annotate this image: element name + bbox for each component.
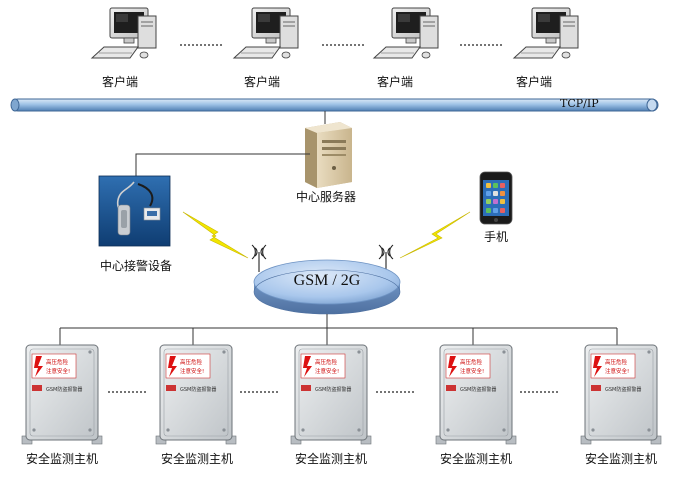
client-label-1: 客户端 (101, 75, 139, 89)
monitors-layer: 高压危险注意安全!GSM防盗报警器高压危险注意安全!GSM防盗报警器高压危险注意… (21, 344, 662, 445)
monitor-screen-line1: 高压危险 (46, 358, 69, 366)
monitor-screen-line1: 高压危险 (460, 358, 483, 366)
lightning-bolt-right (399, 211, 471, 259)
tcp-ip-bus (10, 98, 659, 112)
monitor-panel-text: GSM防盗报警器 (180, 386, 216, 393)
monitor-label-5: 安全监测主机 (584, 452, 658, 466)
computer-icon (512, 7, 579, 59)
client-label-2: 客户端 (243, 75, 281, 89)
phone-icon (479, 171, 513, 225)
phone-label: 手机 (484, 230, 509, 244)
monitor-label-4: 安全监测主机 (439, 452, 513, 466)
gsm-label: GSM / 2G (293, 272, 361, 289)
client-label-3: 客户端 (376, 75, 414, 89)
monitor-screen-line2: 注意安全! (460, 367, 484, 375)
monitor-panel-text: GSM防盗报警器 (46, 386, 82, 393)
server-icon (305, 111, 352, 188)
antenna-icon-left (251, 244, 267, 272)
monitor-label-2: 安全监测主机 (160, 452, 234, 466)
monitor-panel-text: GSM防盗报警器 (460, 386, 496, 393)
monitor-label-1: 安全监测主机 (25, 452, 99, 466)
monitor-screen-line2: 注意安全! (315, 367, 339, 375)
monitor-screen-line1: 高压危险 (315, 358, 338, 366)
alarm-device-icon (98, 175, 171, 247)
lightning-bolt-left (182, 211, 249, 259)
monitor-panel-text: GSM防盗报警器 (315, 386, 351, 393)
tcp-ip-label: TCP/IP (560, 97, 599, 110)
monitor-screen-line2: 注意安全! (46, 367, 70, 375)
monitor-bus-lines (59, 314, 618, 345)
gsm-network-cloud (253, 259, 401, 315)
monitor-panel-text: GSM防盗报警器 (605, 386, 641, 393)
monitor-label-3: 安全监测主机 (294, 452, 368, 466)
client-label-4: 客户端 (515, 75, 553, 89)
monitor-screen-line2: 注意安全! (605, 367, 629, 375)
clients-layer (90, 7, 579, 59)
computer-icon (232, 7, 299, 59)
monitor-screen-line1: 高压危险 (180, 358, 203, 366)
server-to-alarm-line (135, 153, 310, 176)
server-label: 中心服务器 (295, 190, 357, 204)
alarm-device-label: 中心接警设备 (99, 259, 173, 273)
computer-icon (372, 7, 439, 59)
computer-icon (90, 7, 157, 59)
antenna-icon-right (378, 244, 394, 272)
monitor-screen-line2: 注意安全! (180, 367, 204, 375)
monitor-screen-line1: 高压危险 (605, 358, 628, 366)
